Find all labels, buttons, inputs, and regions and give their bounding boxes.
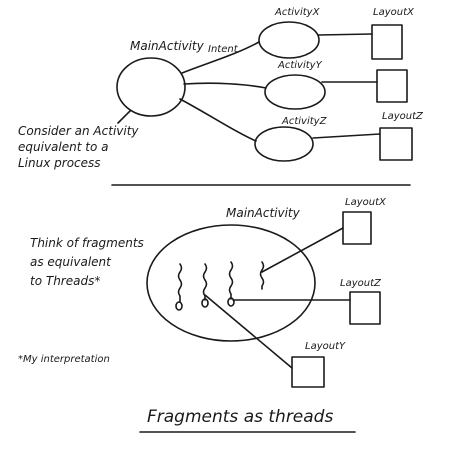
- intent-label: Intent: [208, 44, 239, 55]
- activity-z-to-layout-edge: [312, 133, 381, 139]
- layout-z-box: [379, 127, 413, 161]
- bottom-note-line-3: to Threads*: [30, 274, 100, 288]
- layout-x-box: [371, 24, 403, 60]
- edge-main-to-y: [183, 82, 267, 89]
- top-note-line-3: Linux process: [18, 156, 101, 170]
- main-activity-node: [116, 57, 186, 117]
- activity-x-label: ActivityX: [274, 7, 321, 18]
- bottom-note-line-1: Think of fragments: [30, 236, 144, 250]
- activity-z-node: [254, 126, 314, 162]
- fragment-thread-4: [259, 261, 265, 290]
- activity-y-label: ActivityY: [277, 60, 323, 71]
- fragment-thread-2: [201, 263, 209, 308]
- fragment-thread-1: [175, 263, 183, 311]
- layout-x-label: LayoutX: [373, 7, 415, 18]
- edge-main-to-x: [181, 41, 260, 74]
- top-note-line-2: equivalent to a: [18, 140, 108, 154]
- bottom-layout-x-label: LayoutX: [345, 197, 387, 208]
- edge-thread-2-to-layout-y: [204, 294, 293, 369]
- bottom-layout-z-label: LayoutZ: [340, 278, 382, 289]
- activity-z-label: ActivityZ: [281, 116, 328, 127]
- main-activity-label: MainActivity: [130, 39, 205, 53]
- fragment-thread-3: [227, 261, 235, 307]
- bottom-main-activity-label: MainActivity: [226, 206, 301, 220]
- bottom-layout-z-box: [349, 291, 381, 325]
- page-title: Fragments as threads: [147, 407, 333, 427]
- edge-thread-4-to-layout-x: [261, 227, 344, 273]
- bottom-layout-y-box: [291, 356, 325, 388]
- top-note-arrow: [117, 110, 131, 124]
- edge-main-to-z: [179, 98, 257, 142]
- activity-x-node: [258, 21, 320, 59]
- activity-x-to-layout-edge: [317, 33, 373, 36]
- layout-z-label: LayoutZ: [382, 111, 424, 122]
- activity-y-node: [264, 74, 326, 110]
- main-activity-container: [146, 224, 316, 342]
- layout-y-box-top: [376, 69, 408, 103]
- bottom-note-line-2: as equivalent: [30, 255, 112, 269]
- top-note-line-1: Consider an Activity: [18, 124, 139, 138]
- bottom-layout-x-box: [342, 211, 372, 245]
- footnote: *My interpretation: [18, 354, 110, 365]
- bottom-layout-y-label: LayoutY: [305, 341, 346, 352]
